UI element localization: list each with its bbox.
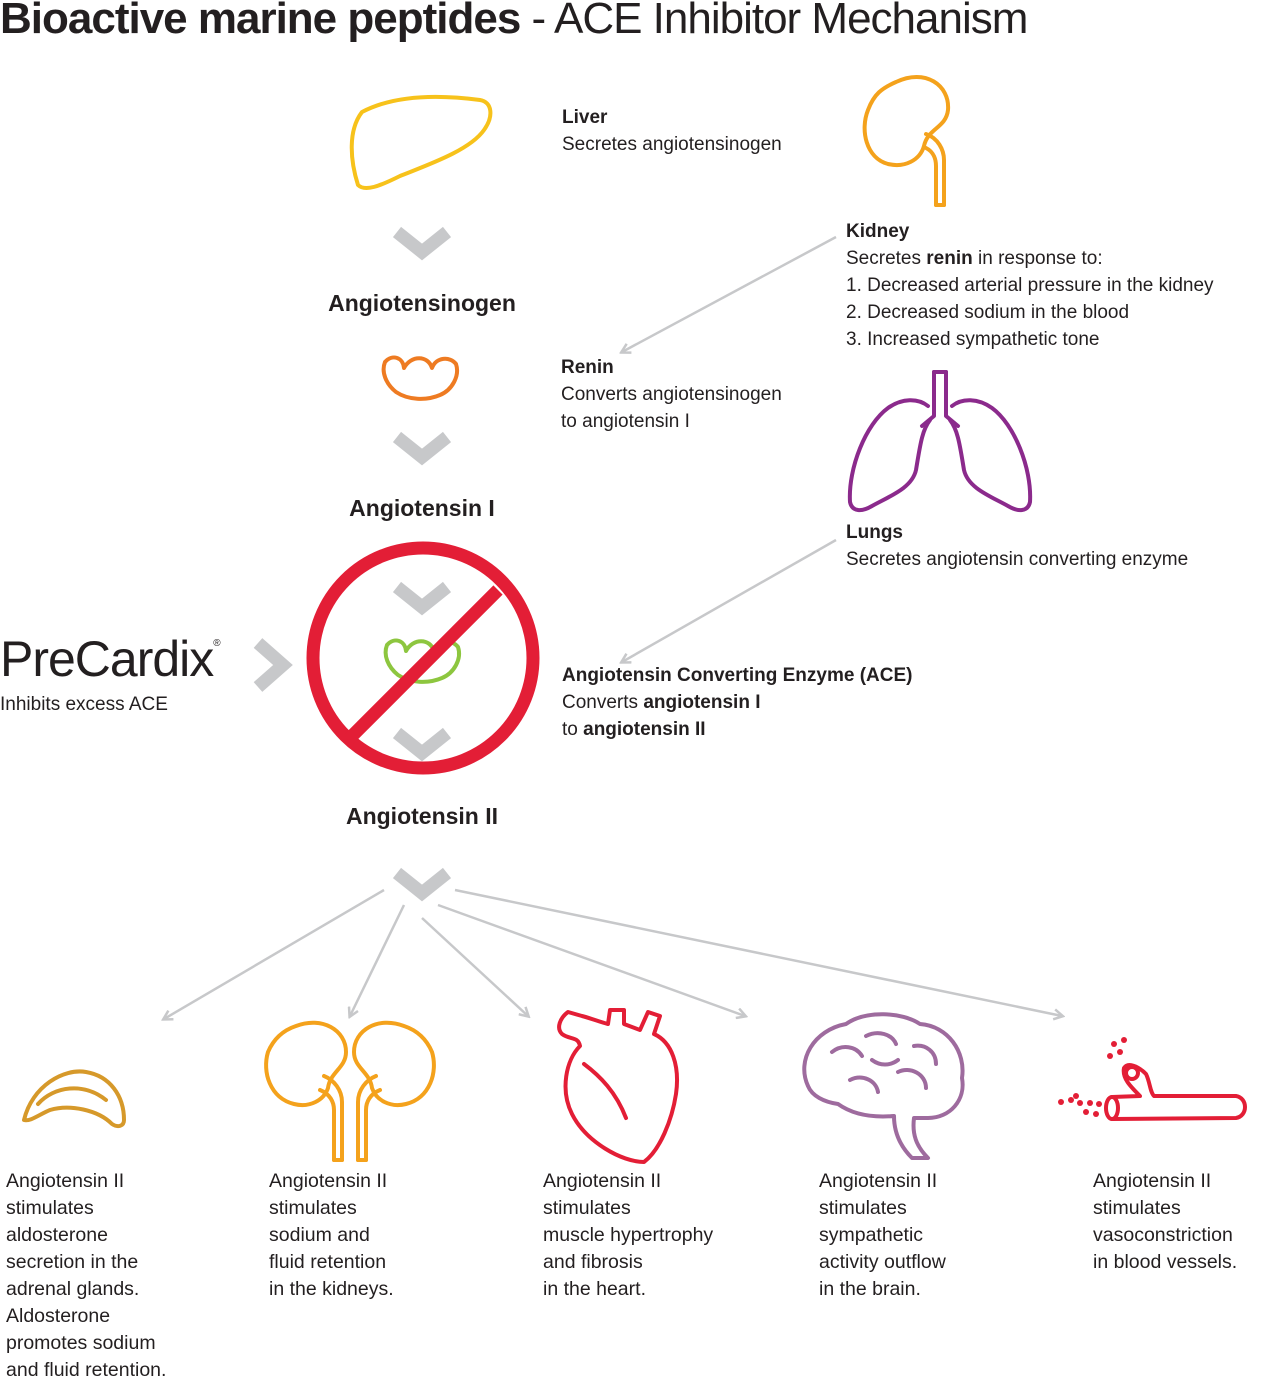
- effect-line: in blood vessels.: [1093, 1251, 1238, 1273]
- chevron-down-icon: [392, 867, 452, 902]
- effect-line: sodium and: [269, 1224, 370, 1246]
- effect-line: fluid retention: [269, 1251, 387, 1273]
- effect-line: sympathetic: [819, 1224, 924, 1246]
- title-bold: Bioactive marine peptides: [0, 0, 521, 43]
- chevron-down-icon: [392, 581, 452, 616]
- kidney-item: 1. Decreased arterial pressure in the ki…: [846, 275, 1214, 296]
- kidney-line-post: in response to:: [972, 248, 1103, 269]
- angiotensinogen-label: Angiotensinogen: [328, 290, 516, 316]
- heart-icon: [557, 1008, 679, 1164]
- liver-text: Secretes angiotensinogen: [562, 134, 782, 155]
- renin-heading: Renin: [561, 357, 614, 378]
- kidney-to-renin-arrow: [622, 235, 837, 352]
- effect-line: activity outflow: [819, 1251, 946, 1273]
- effect-line: muscle hypertrophy: [543, 1224, 714, 1246]
- effect-line: in the brain.: [819, 1278, 921, 1300]
- lungs-text: Secretes angiotensin converting enzyme: [846, 549, 1189, 570]
- ace-enzyme-icon: [383, 638, 461, 684]
- kidney-line-pre: Secretes: [846, 248, 927, 269]
- arrow-to-kidneys: [350, 904, 406, 1016]
- effect-line: vasoconstriction: [1093, 1224, 1233, 1246]
- lungs-description: Lungs Secretes angiotensin converting en…: [846, 519, 1188, 573]
- arrow-to-brain: [437, 903, 745, 1016]
- brain-icon: [802, 1012, 965, 1160]
- arrow-to-vessel: [454, 888, 1062, 1016]
- page-title: Bioactive marine peptides - ACE Inhibito…: [0, 0, 1029, 44]
- kidney-icon: [862, 75, 951, 207]
- effect-line: stimulates: [543, 1197, 631, 1219]
- chevron-right-icon: [253, 638, 293, 692]
- ace-line-1: Converts angiotensin I: [562, 689, 912, 716]
- ace-line-2-pre: to: [562, 719, 584, 740]
- effect-line: stimulates: [6, 1197, 94, 1219]
- liver-icon: [349, 94, 493, 190]
- renin-line: Converts angiotensinogen: [561, 384, 782, 405]
- effect-line: adrenal glands.: [6, 1278, 140, 1300]
- kidney-heading: Kidney: [846, 221, 910, 242]
- blood-droplets: [1058, 1037, 1127, 1117]
- effect-line: Angiotensin II: [6, 1170, 125, 1192]
- kidney-line-bold: renin: [926, 248, 973, 269]
- kidneys-icon: [264, 1020, 436, 1162]
- blood-vessel-icon: [1104, 1063, 1247, 1121]
- ace-line-1-bold: angiotensin I: [643, 692, 761, 713]
- ace-heading: Angiotensin Converting Enzyme (ACE): [562, 665, 913, 686]
- kidney-item: 2. Decreased sodium in the blood: [846, 302, 1130, 323]
- angiotensin2-label: Angiotensin II: [345, 803, 499, 829]
- effect-adrenal: Angiotensin II stimulates aldosterone se…: [6, 1168, 166, 1384]
- lungs-heading: Lungs: [846, 522, 903, 543]
- renin-description: Renin Converts angiotensinogen to angiot…: [561, 354, 782, 435]
- lungs-to-ace-arrow: [622, 538, 837, 662]
- effect-line: in the kidneys.: [269, 1278, 394, 1300]
- ace-line-2-bold: angiotensin II: [583, 719, 706, 740]
- renin-line: to angiotensin I: [561, 411, 690, 432]
- registered-mark: ®: [213, 638, 220, 649]
- chevron-down-icon: [392, 431, 452, 466]
- effect-line: and fibrosis: [543, 1251, 643, 1273]
- kidney-line: Secretes renin in response to:: [846, 245, 1214, 272]
- ace-line-2: to angiotensin II: [562, 716, 912, 743]
- effect-line: Angiotensin II: [269, 1170, 388, 1192]
- ace-description: Angiotensin Converting Enzyme (ACE) Conv…: [562, 662, 912, 743]
- chevron-down-icon: [392, 727, 452, 762]
- effect-line: Angiotensin II: [1093, 1170, 1212, 1192]
- effect-line: in the heart.: [543, 1278, 646, 1300]
- liver-description: Liver Secretes angiotensinogen: [562, 104, 782, 158]
- effect-line: aldosterone: [6, 1224, 108, 1246]
- effect-line: Aldosterone: [6, 1305, 111, 1327]
- precardix-logo-text: PreCardix: [0, 631, 214, 687]
- effect-line: stimulates: [819, 1197, 907, 1219]
- renin-icon: [381, 355, 459, 401]
- title-rest: - ACE Inhibitor Mechanism: [520, 0, 1029, 43]
- effect-heart: Angiotensin II stimulates muscle hypertr…: [543, 1168, 713, 1303]
- arrow-to-heart: [421, 917, 528, 1016]
- precardix-logo: PreCardix®: [0, 630, 221, 688]
- effect-line: stimulates: [1093, 1197, 1181, 1219]
- effect-line: promotes sodium: [6, 1332, 156, 1354]
- ace-line-1-pre: Converts: [562, 692, 644, 713]
- effect-kidneys: Angiotensin II stimulates sodium and flu…: [269, 1168, 394, 1303]
- effect-line: stimulates: [269, 1197, 357, 1219]
- kidney-description: Kidney Secretes renin in response to: 1.…: [846, 218, 1214, 353]
- effect-brain: Angiotensin II stimulates sympathetic ac…: [819, 1168, 946, 1303]
- arrow-to-adrenal: [164, 888, 385, 1019]
- precardix-text: Inhibits excess ACE: [0, 694, 168, 715]
- chevron-down-icon: [392, 226, 452, 261]
- effect-vessels: Angiotensin II stimulates vasoconstricti…: [1093, 1168, 1237, 1276]
- lungs-icon: [847, 370, 1033, 513]
- effect-line: Angiotensin II: [543, 1170, 662, 1192]
- prohibit-icon: [306, 541, 540, 775]
- adrenal-icon: [22, 1069, 126, 1129]
- kidney-item: 3. Increased sympathetic tone: [846, 329, 1100, 350]
- effect-line: and fluid retention.: [6, 1359, 167, 1381]
- effect-line: Angiotensin II: [819, 1170, 938, 1192]
- angiotensin1-label: Angiotensin I: [349, 495, 495, 521]
- liver-heading: Liver: [562, 107, 608, 128]
- effect-line: secretion in the: [6, 1251, 139, 1273]
